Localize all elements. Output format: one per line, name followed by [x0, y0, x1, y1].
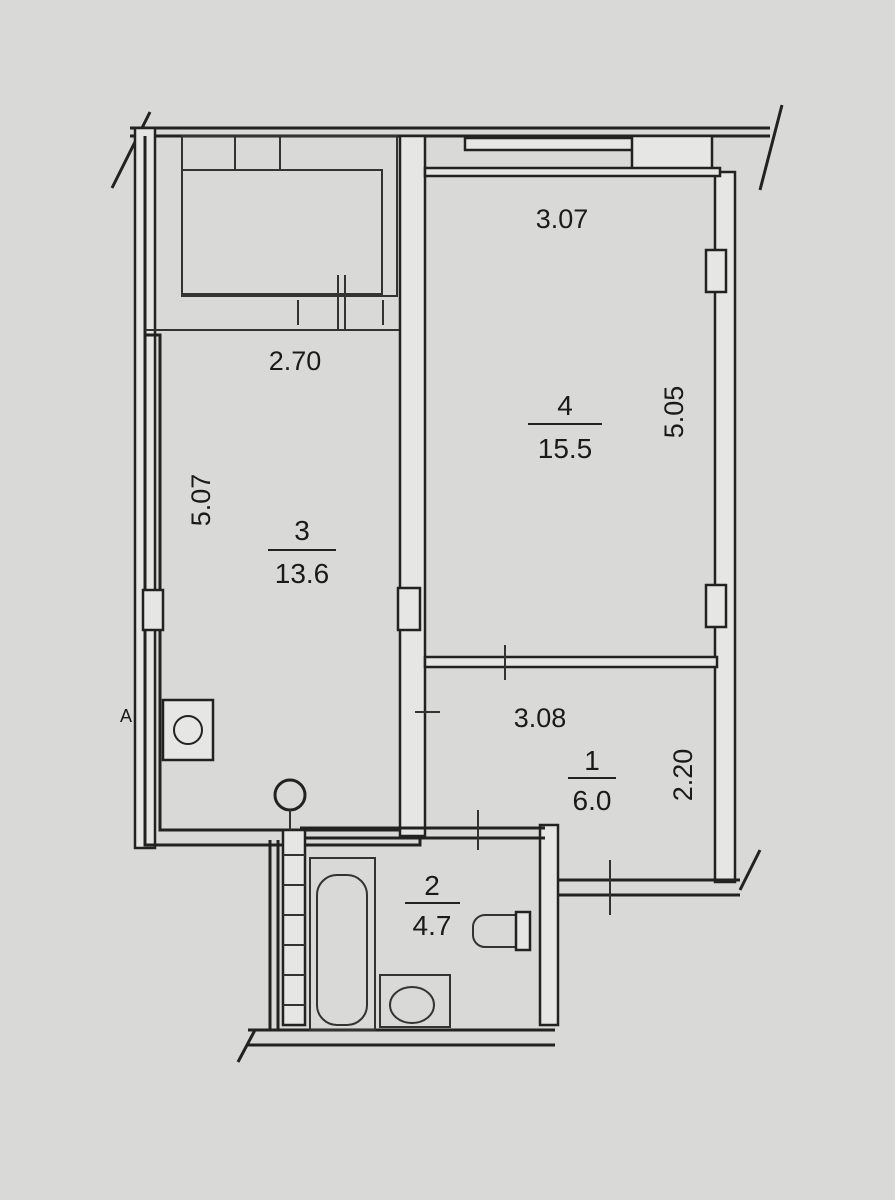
- room4-area: 15.5: [538, 433, 593, 464]
- loggia: [145, 134, 714, 331]
- room1-width: 3.08: [514, 703, 567, 733]
- room2-area: 4.7: [413, 910, 452, 941]
- room3-number: 3: [294, 515, 310, 546]
- room3-area: 13.6: [275, 558, 330, 589]
- room4-number: 4: [557, 390, 573, 421]
- room3-length: 5.07: [186, 474, 216, 527]
- room4-width: 3.07: [536, 204, 589, 234]
- room1-number: 1: [584, 745, 600, 776]
- stove: [161, 698, 215, 762]
- bathtub: [309, 857, 376, 1031]
- room4-length: 5.05: [659, 386, 689, 439]
- room1-area: 6.0: [573, 785, 612, 816]
- burner-icon: [173, 715, 203, 745]
- sink-icon: [273, 778, 307, 812]
- interior-walls: [141, 134, 728, 1027]
- bathroom: [236, 828, 555, 1063]
- exterior-walls: [110, 104, 784, 897]
- room3-width: 2.70: [269, 346, 322, 376]
- sink: [379, 974, 451, 1028]
- room2-number: 2: [424, 870, 440, 901]
- marker-a: A: [120, 706, 132, 726]
- room1-length: 2.20: [668, 749, 698, 802]
